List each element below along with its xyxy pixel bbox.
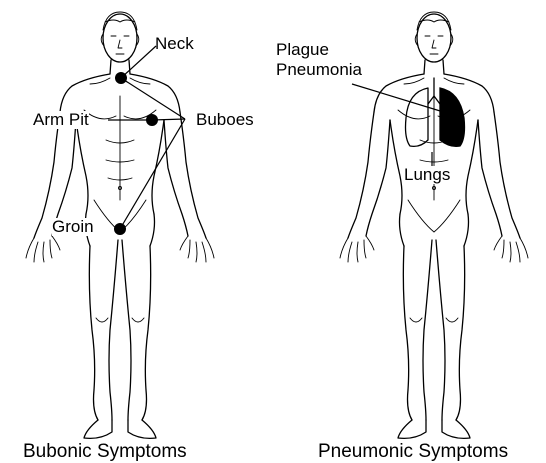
armpit-label: Arm Pit [33, 111, 89, 129]
pneumonic-leader-lines [352, 84, 450, 168]
buboes-label: Buboes [196, 111, 254, 129]
plague-label-line1: Plague [276, 41, 329, 59]
groin-label: Groin [52, 218, 94, 236]
pneumonic-caption: Pneumonic Symptoms [318, 442, 508, 462]
pneumonic-figure [340, 12, 528, 438]
neck-label: Neck [155, 35, 194, 53]
lungs-drawing [406, 78, 465, 146]
lungs-label: Lungs [404, 166, 450, 184]
plague-label-line2: Pneumonia [276, 61, 362, 79]
bubonic-caption: Bubonic Symptoms [23, 442, 187, 462]
